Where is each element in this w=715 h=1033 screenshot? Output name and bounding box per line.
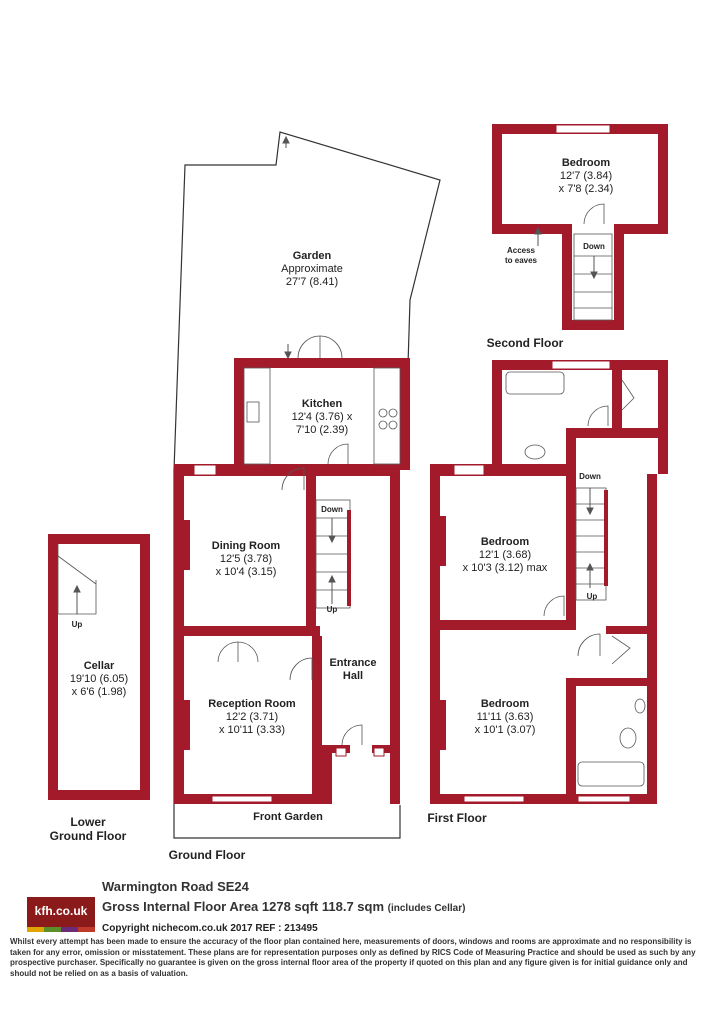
reception-l3: x 10'11 (3.33) (218, 724, 286, 736)
front-garden-outline (173, 805, 401, 839)
dining-name: Dining Room (211, 540, 281, 552)
garden-l3: 27'7 (8.41) (285, 276, 339, 288)
garden-l2: Approximate (281, 263, 343, 275)
cellar-l2: 19'10 (6.05) (69, 673, 129, 685)
front-garden-name: Front Garden (253, 811, 323, 823)
stair-up-ground: Up (326, 605, 338, 614)
area-label: Gross Internal Floor Area 1278 sqft 118.… (102, 899, 385, 914)
bedroom1-label: Bedroom 12'1 (3.68) x 10'3 (3.12) max (446, 536, 564, 575)
dining-label: Dining Room 12'5 (3.78) x 10'4 (3.15) (196, 540, 296, 579)
cellar-l3: x 6'6 (1.98) (71, 686, 127, 698)
disclaimer-text: Whilst every attempt has been made to en… (10, 937, 696, 978)
dining-l3: x 10'4 (3.15) (215, 566, 277, 578)
entrance-name: Entrance (329, 657, 377, 669)
bedroom2-l3: x 10'1 (3.07) (474, 724, 536, 736)
area-note: (includes Cellar) (387, 903, 466, 914)
bedroom1-l3: x 10'3 (3.12) max (462, 562, 548, 574)
brand-logo-text: kfh.co.uk (34, 904, 88, 918)
reception-label: Reception Room 12'2 (3.71) x 10'11 (3.33… (194, 698, 310, 737)
garden-outline (173, 131, 441, 805)
address-title: Warmington Road SE24 (102, 879, 249, 894)
bedroom2-label: Bedroom 11'11 (3.63) x 10'1 (3.07) (450, 698, 560, 737)
area-title: Gross Internal Floor Area 1278 sqft 118.… (102, 899, 465, 914)
stair-up-first: Up (586, 592, 598, 601)
kitchen-name: Kitchen (301, 398, 343, 410)
lower-ground-floor-title: Lower Ground Floor (49, 815, 127, 843)
first-floor-walls (430, 360, 668, 804)
second-floor-walls (492, 124, 668, 330)
cellar-walls (48, 534, 150, 800)
front-garden-label: Front Garden (236, 811, 340, 824)
bedroom2-name: Bedroom (480, 698, 530, 710)
first-floor-title: First Floor (427, 811, 487, 825)
bedroom3-label: Bedroom 12'7 (3.84) x 7'8 (2.34) (536, 157, 636, 196)
cellar-label: Cellar 19'10 (6.05) x 6'6 (1.98) (52, 660, 146, 699)
reception-l2: 12'2 (3.71) (225, 711, 279, 723)
garden-label: Garden Approximate 27'7 (8.41) (262, 250, 362, 289)
kitchen-label: Kitchen 12'4 (3.76) x 7'10 (2.39) (272, 398, 372, 437)
bedroom3-name: Bedroom (561, 157, 611, 169)
access-eaves-label: Access to eaves (504, 246, 538, 265)
brand-logo: kfh.co.uk (27, 897, 95, 932)
garden-name: Garden (292, 250, 332, 262)
cellar-name: Cellar (83, 660, 115, 672)
copyright-text: Copyright nichecom.co.uk 2017 REF : 2134… (102, 923, 318, 934)
kitchen-l2: 12'4 (3.76) x (291, 411, 353, 423)
stair-down-first: Down (579, 472, 601, 481)
bedroom3-l3: x 7'8 (2.34) (558, 183, 614, 195)
bedroom1-l2: 12'1 (3.68) (478, 549, 532, 561)
stair-down-ground: Down (321, 505, 343, 514)
ground-floor-title: Ground Floor (168, 848, 246, 862)
dining-l2: 12'5 (3.78) (219, 553, 273, 565)
bedroom2-l2: 11'11 (3.63) (476, 711, 534, 723)
bedroom1-name: Bedroom (480, 536, 530, 548)
stair-up-cellar: Up (71, 620, 83, 629)
ground-floor-walls (174, 358, 410, 804)
reception-name: Reception Room (208, 698, 296, 710)
stair-down-second: Down (583, 242, 605, 251)
kitchen-l3: 7'10 (2.39) (295, 424, 349, 436)
entrance-label: Entrance Hall (320, 657, 386, 683)
second-floor-title: Second Floor (486, 336, 564, 350)
bedroom3-l2: 12'7 (3.84) (559, 170, 613, 182)
entrance-l2: Hall (342, 670, 364, 682)
